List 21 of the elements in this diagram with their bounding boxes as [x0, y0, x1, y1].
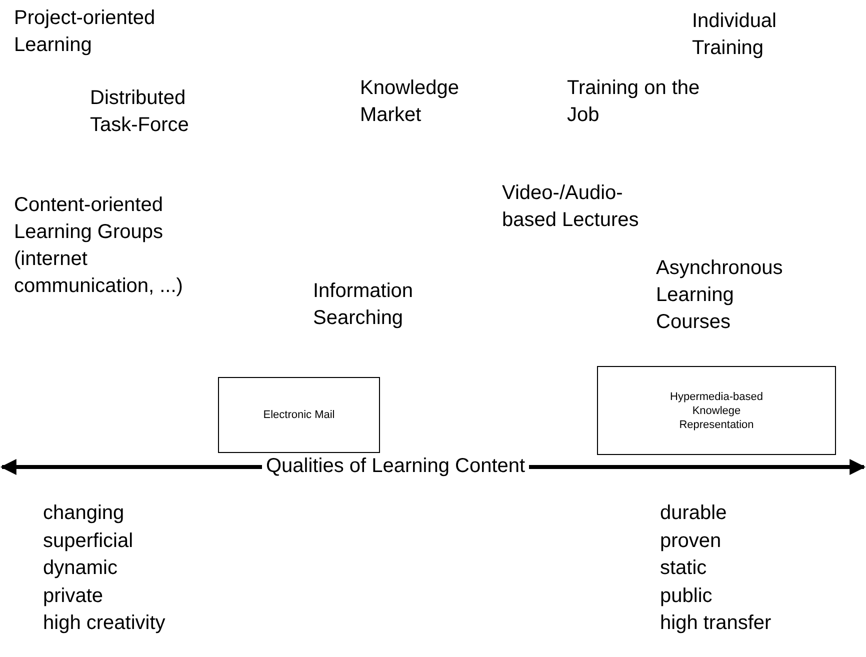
text-box: Electronic Mail: [218, 377, 380, 453]
activity-label: Asynchronous Learning Courses: [656, 256, 784, 335]
activity-label: Project-oriented Learning: [14, 6, 156, 58]
quality-label: dynamic: [43, 556, 118, 581]
text-box: Hypermedia-based Knowlege Representation: [597, 366, 836, 455]
quality-label: changing: [43, 501, 124, 526]
quality-label: proven: [660, 528, 722, 554]
activity-label: Distributed Task-Force: [90, 86, 190, 138]
activity-label: Video-/Audio-based Lectures: [502, 181, 640, 233]
quality-label: superficial: [43, 528, 134, 554]
quality-label: high transfer: [660, 611, 772, 636]
activity-label: Training on the Job: [567, 76, 701, 128]
activity-label: Information Searching: [313, 279, 414, 331]
activity-label: Content-oriented Learning Groups (internet communication, ...): [14, 193, 184, 299]
activity-label: Knowledge Market: [360, 76, 460, 128]
quality-label: high creativity: [43, 611, 166, 636]
quality-label: private: [43, 584, 104, 608]
quality-label: public: [660, 584, 712, 608]
quality-label: static: [660, 556, 707, 581]
quality-label: durable: [660, 501, 727, 526]
activity-label: Individual Training: [692, 9, 778, 61]
